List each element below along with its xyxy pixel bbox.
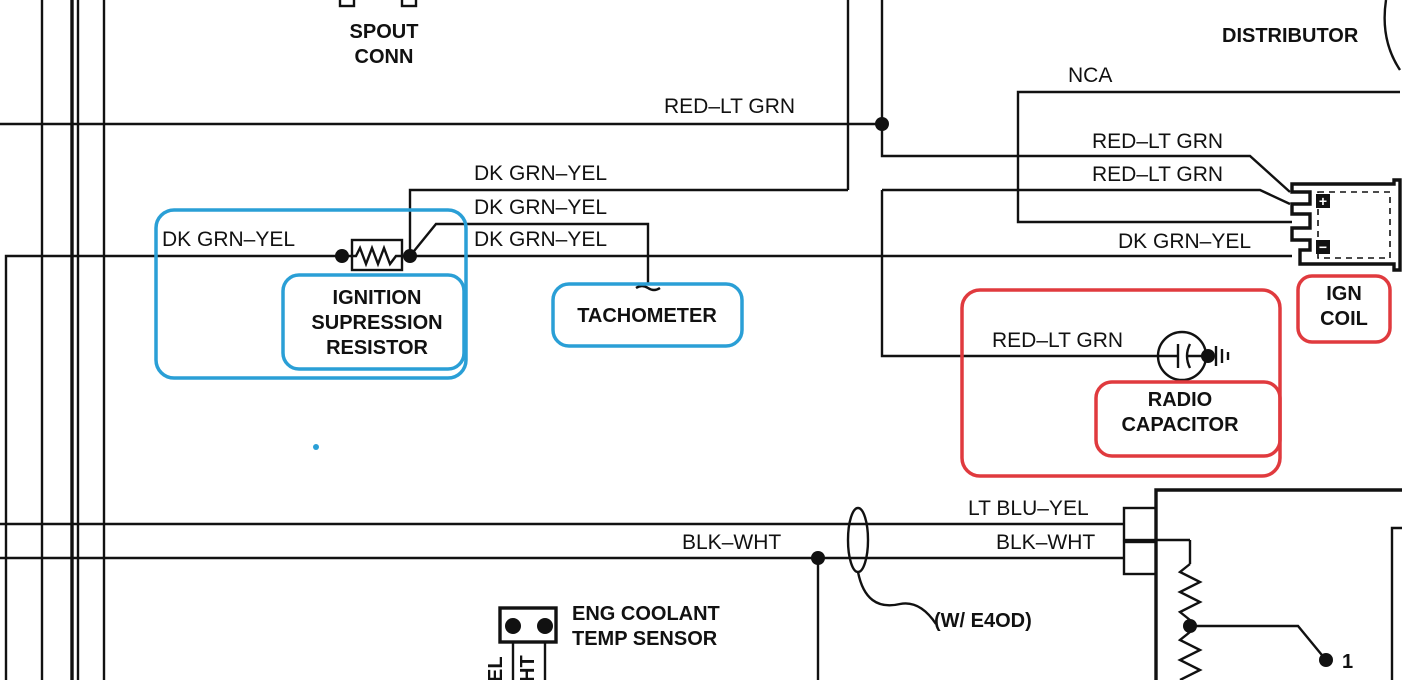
resistor-dot-left bbox=[335, 249, 349, 263]
label-dk-grn-yel-1: DK GRN–YEL bbox=[474, 162, 607, 185]
resistor-dot-right bbox=[403, 249, 417, 263]
label-nca: NCA bbox=[1068, 64, 1112, 87]
highlight-blue-group bbox=[154, 208, 744, 450]
wire-to-radio-cap bbox=[880, 190, 1160, 358]
highlight-radio-outer bbox=[960, 288, 1282, 478]
spout-connector: SPOUT CONN bbox=[338, 0, 419, 68]
ignition-label-3: RESISTOR bbox=[326, 337, 428, 359]
ignition-label-2: SUPRESSION bbox=[311, 312, 442, 334]
wire-dk-grn-yel-main: DK GRN–YEL DK GRN–YEL DK GRN–YEL bbox=[4, 228, 1292, 680]
eng-coolant-label-1: ENG COOLANT bbox=[572, 603, 720, 625]
wire-red-lt-grn-coil-2 bbox=[882, 188, 1291, 206]
eng-coolant-label-2: TEMP SENSOR bbox=[572, 628, 718, 650]
label-blk-wht-left: BLK–WHT bbox=[682, 531, 781, 554]
spout-label-2: CONN bbox=[355, 46, 414, 68]
coil-plus: + bbox=[1319, 193, 1327, 209]
ignition-label-1: IGNITION bbox=[333, 287, 422, 309]
label-red-lt-grn-cap: RED–LT GRN bbox=[992, 329, 1123, 352]
wire-dk-grn-yel-1 bbox=[408, 188, 848, 256]
cut-label-el: EL bbox=[485, 656, 507, 680]
ignition-coil: + − bbox=[1290, 178, 1402, 272]
wire-red-lt-grn-coil-1 bbox=[880, 124, 1291, 193]
highlight-resistor-outer bbox=[154, 208, 468, 380]
tach-terminal bbox=[635, 284, 661, 292]
label-dk-grn-yel-left: DK GRN–YEL bbox=[162, 228, 295, 251]
tachometer-label: TACHOMETER bbox=[577, 305, 717, 327]
label-w-e4od: (W/ E4OD) bbox=[934, 610, 1032, 632]
wire-nca bbox=[1016, 90, 1400, 224]
label-blk-wht-right: BLK–WHT bbox=[996, 531, 1095, 554]
wire-blk-wht: BLK–WHT BLK–WHT bbox=[0, 531, 1124, 680]
distributor: DISTRIBUTOR bbox=[1222, 0, 1401, 71]
left-harness-bus bbox=[40, 0, 106, 680]
highlight-ign-coil bbox=[1296, 274, 1392, 344]
label-lt-blu-yel: LT BLU–YEL bbox=[968, 497, 1089, 520]
highlight-red-group bbox=[960, 274, 1392, 478]
coil-minus: − bbox=[1319, 239, 1327, 255]
cut-label-ht: HT bbox=[517, 655, 539, 680]
highlight-resistor-label bbox=[281, 273, 466, 371]
ignition-suppression-resistor bbox=[335, 238, 417, 272]
spout-label-1: SPOUT bbox=[350, 21, 419, 43]
label-dk-grn-yel-coil: DK GRN–YEL bbox=[1118, 230, 1251, 253]
e4od-bundle: (W/ E4OD) bbox=[846, 506, 1032, 632]
label-red-lt-grn-top: RED–LT GRN bbox=[664, 95, 795, 118]
highlight-tachometer bbox=[551, 282, 744, 348]
radio-cap-label-2: CAPACITOR bbox=[1121, 414, 1239, 436]
bottom-right-module: 1 bbox=[1122, 488, 1402, 680]
stray-blue-dot bbox=[313, 444, 319, 450]
wire-red-lt-grn-main: RED–LT GRN bbox=[0, 95, 889, 131]
eng-coolant-temp-sensor: ENG COOLANT TEMP SENSOR EL HT bbox=[485, 603, 720, 680]
label-red-lt-grn-coil-1: RED–LT GRN bbox=[1092, 130, 1223, 153]
ign-coil-label-1: IGN bbox=[1326, 283, 1362, 305]
label-red-lt-grn-coil-2: RED–LT GRN bbox=[1092, 163, 1223, 186]
label-dk-grn-yel-3: DK GRN–YEL bbox=[474, 228, 607, 251]
pin-1-label: 1 bbox=[1342, 651, 1353, 673]
radio-capacitor bbox=[1156, 330, 1230, 382]
wire-lt-blu-yel: LT BLU–YEL bbox=[0, 497, 1124, 526]
ign-coil-label-2: COIL bbox=[1320, 308, 1368, 330]
highlight-radio-label bbox=[1094, 380, 1282, 458]
wire-dk-grn-yel-2 bbox=[409, 222, 650, 284]
radio-cap-label-1: RADIO bbox=[1148, 389, 1212, 411]
distributor-label: DISTRIBUTOR bbox=[1222, 25, 1359, 47]
label-dk-grn-yel-2: DK GRN–YEL bbox=[474, 196, 607, 219]
